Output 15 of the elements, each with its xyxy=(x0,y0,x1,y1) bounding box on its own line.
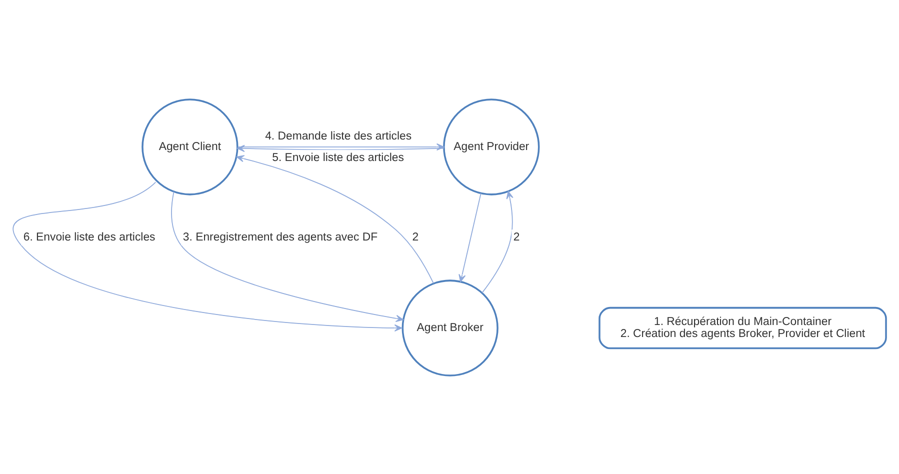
node-circle: Agent Broker xyxy=(402,279,498,376)
node-box: 1. Récupération du Main-Container 2. Création des agents Broker, Provider et Client xyxy=(598,306,887,349)
edge-label: 5. Envoie liste des articles xyxy=(272,151,404,164)
arrow xyxy=(458,192,482,282)
arrow xyxy=(236,154,434,284)
edge-label: 2 xyxy=(513,230,520,243)
edge-label: 2 xyxy=(412,230,419,243)
edge-label: 4. Demande liste des articles xyxy=(265,130,412,142)
arrow xyxy=(482,190,514,293)
arrow xyxy=(13,181,402,332)
arrow xyxy=(171,190,404,322)
edge-label: 6. Envoie liste des articles xyxy=(23,230,156,243)
node-circle: Agent Client xyxy=(142,98,238,195)
edge-label: 3. Enregistrement des agents avec DF xyxy=(182,230,378,243)
node-circle: Agent Provider xyxy=(443,98,540,195)
